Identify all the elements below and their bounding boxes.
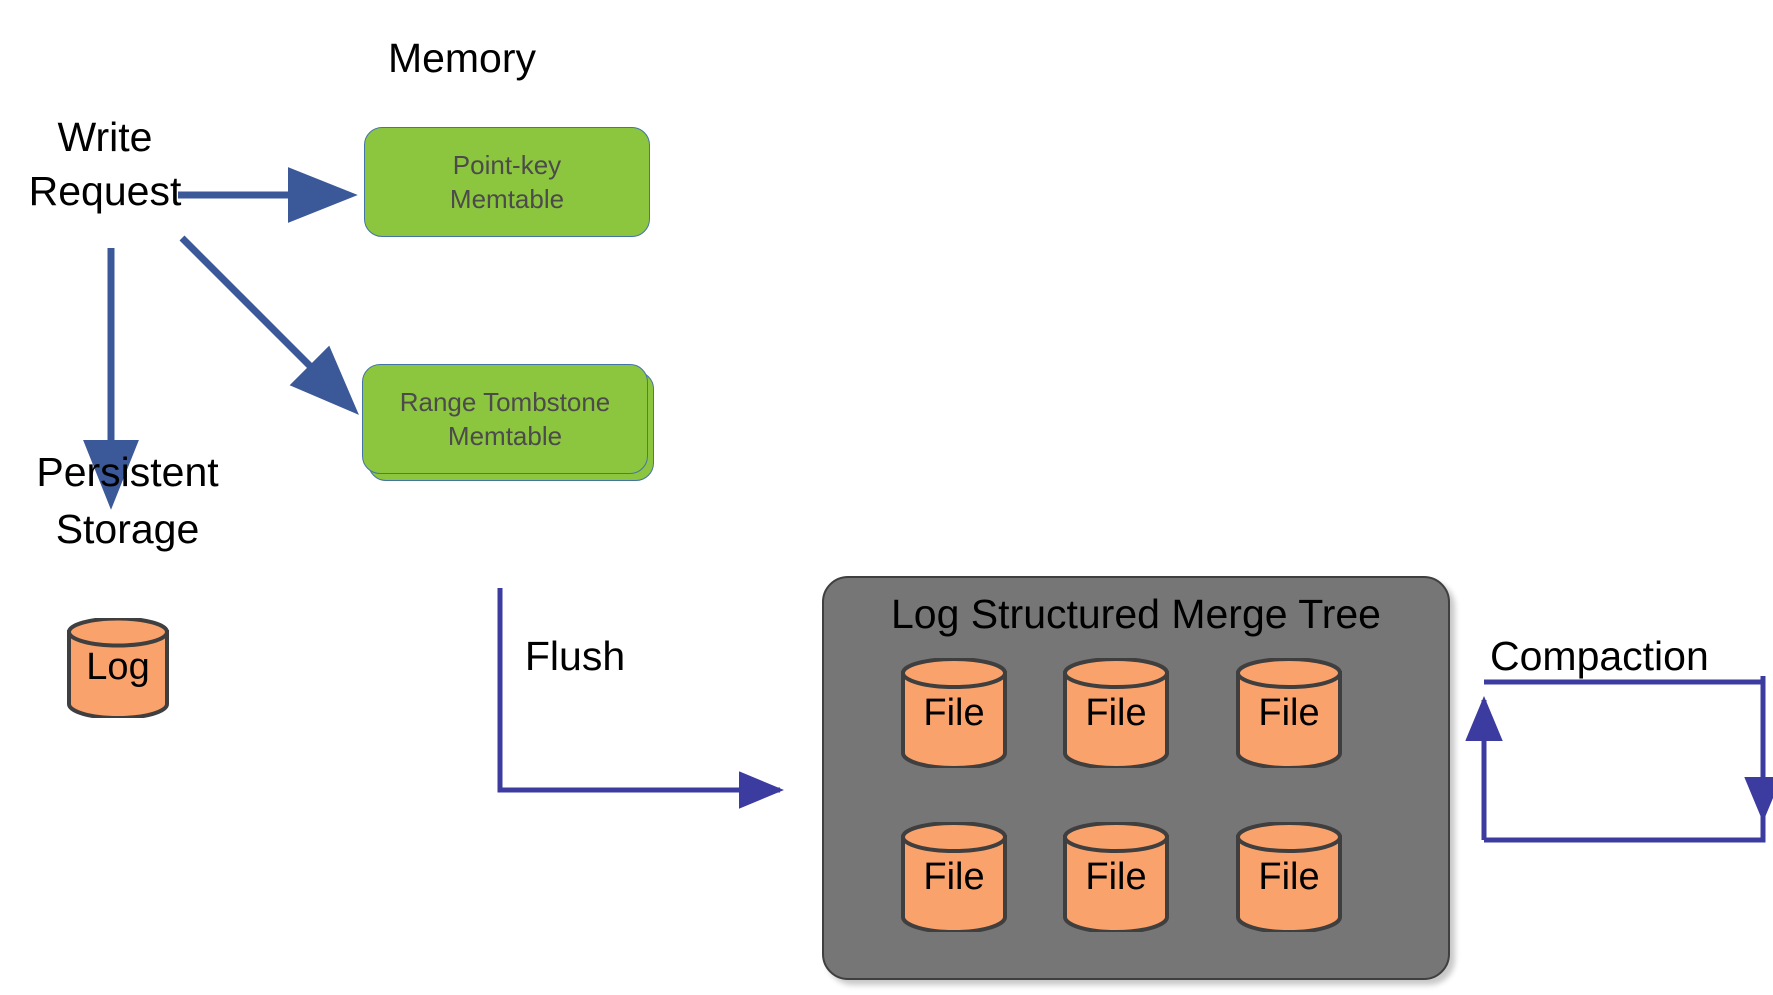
lsm-file-cylinder-5[interactable]: File: [1062, 822, 1170, 932]
lsm-file-cylinder-2[interactable]: File: [1062, 658, 1170, 768]
point-key-memtable-box[interactable]: Point-key Memtable: [364, 127, 650, 237]
write-request-label: Write Request: [0, 110, 210, 218]
cylinder-icon: [1063, 822, 1169, 932]
arrow-write-to-range-tombstone: [179, 235, 359, 415]
write-request-line-2: Request: [28, 168, 182, 215]
persistent-storage-line-2: Storage: [55, 505, 200, 552]
flush-label: Flush: [524, 633, 626, 679]
lsm-file-cylinder-6[interactable]: File: [1235, 822, 1343, 932]
lsm-file-label-5: File: [1085, 856, 1147, 898]
cylinder-icon: [1063, 658, 1169, 768]
log-cylinder-label: Log: [86, 646, 150, 688]
lsm-file-label-1: File: [923, 692, 985, 734]
lsm-tree-title: Log Structured Merge Tree: [891, 591, 1381, 637]
write-request-line-1: Write: [57, 114, 153, 160]
range-tombstone-memtable-line-2: Memtable: [447, 421, 563, 451]
cylinder-icon: [1236, 658, 1342, 768]
lsm-file-cylinder-3[interactable]: File: [1235, 658, 1343, 768]
point-key-memtable-line-1: Point-key: [452, 149, 562, 180]
range-tombstone-memtable-line-1: Range Tombstone: [399, 386, 611, 417]
lsm-file-cylinder-1[interactable]: File: [900, 658, 1008, 768]
memory-label: Memory: [387, 35, 537, 81]
lsm-file-label-4: File: [923, 856, 985, 898]
lsm-file-cylinder-4[interactable]: File: [900, 822, 1008, 932]
cylinder-icon: [901, 658, 1007, 768]
log-cylinder[interactable]: Log: [66, 618, 170, 718]
range-tombstone-memtable-box[interactable]: Range Tombstone Memtable: [362, 364, 648, 474]
cylinder-icon: [901, 822, 1007, 932]
cylinder-icon: [67, 618, 169, 718]
compaction-label: Compaction: [1490, 633, 1709, 679]
arrow-compaction-loop: [1465, 676, 1773, 843]
lsm-file-label-3: File: [1258, 692, 1320, 734]
lsm-file-label-2: File: [1085, 692, 1147, 734]
point-key-memtable-line-2: Memtable: [449, 184, 565, 214]
persistent-storage-label: Persistent Storage: [0, 444, 255, 557]
cylinder-icon: [1236, 822, 1342, 932]
persistent-storage-line-1: Persistent: [36, 449, 219, 495]
arrow-flush: [497, 588, 785, 809]
lsm-file-label-6: File: [1258, 856, 1320, 898]
